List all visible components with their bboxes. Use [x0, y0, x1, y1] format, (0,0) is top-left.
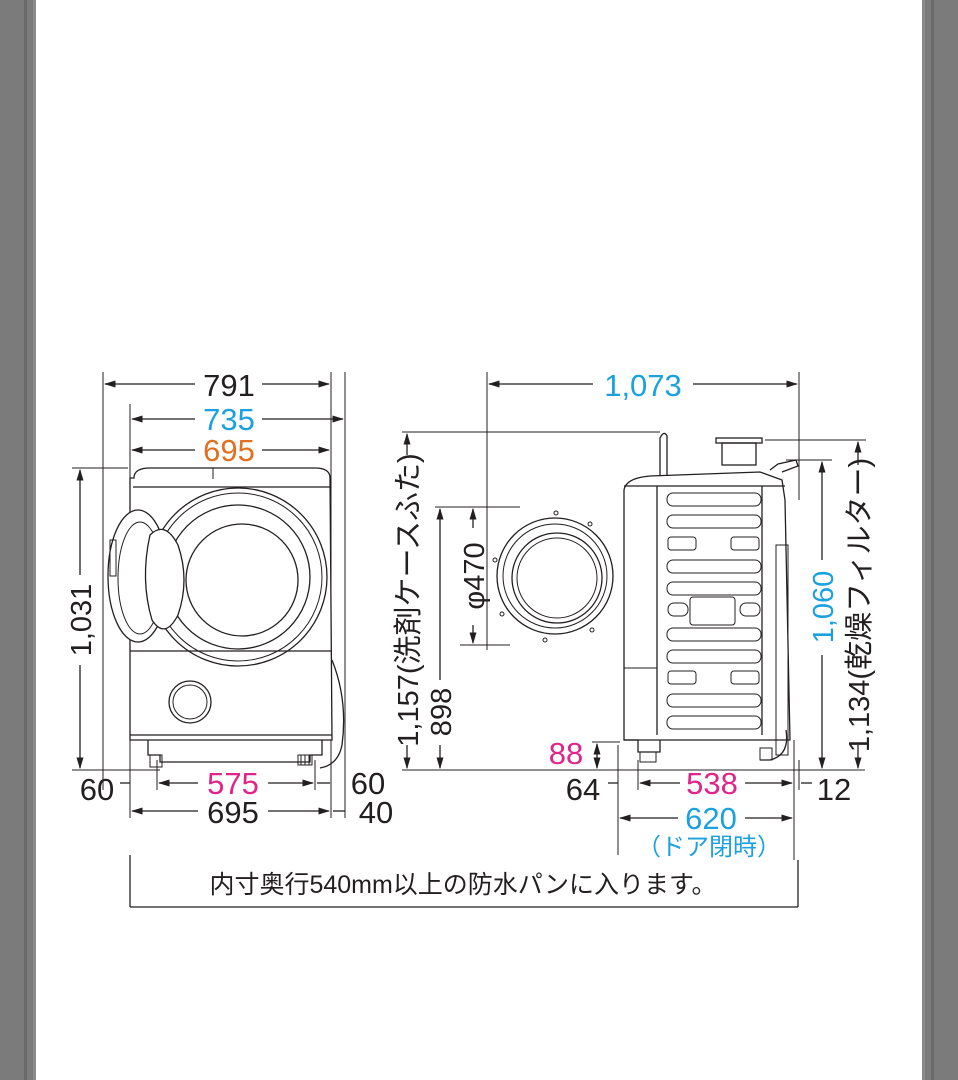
- front-left-offset: 60: [80, 772, 114, 807]
- side-bottom-clearance: 88: [549, 736, 583, 771]
- side-door-diameter: φ470: [459, 542, 491, 609]
- footnote-text: 内寸奥行540mm以上の防水パンに入ります。: [209, 871, 716, 899]
- front-height: 1,031: [66, 584, 98, 657]
- side-rear-offset: 12: [817, 772, 851, 807]
- front-width-cyan: 735: [203, 402, 255, 437]
- side-door-center-height: 898: [426, 688, 458, 736]
- side-vent-slots: [666, 492, 762, 730]
- front-width-overall: 791: [203, 368, 255, 403]
- viewer-edge-right: [931, 0, 934, 1080]
- front-right-offset: 60: [351, 766, 385, 801]
- side-foot-span: 538: [686, 766, 738, 801]
- side-depth-overall: 1,073: [604, 368, 682, 403]
- side-front-offset: 64: [566, 772, 600, 807]
- side-height-lid: 1,157(洗剤ケースふた): [392, 453, 425, 746]
- front-base-width: 695: [207, 795, 259, 830]
- front-foot-span: 575: [207, 766, 259, 801]
- side-height-filter: 1,134(乾燥フィルター): [843, 458, 876, 752]
- footnote-bracket: [129, 855, 799, 908]
- side-depth-closed-note: （ドア閉時）: [637, 834, 781, 861]
- viewer-edge-left-inner: [33, 0, 36, 1080]
- front-hose-offset: 40: [359, 795, 393, 830]
- viewer-edge-right-inner: [922, 0, 925, 1080]
- front-width-orange: 695: [203, 433, 255, 468]
- side-height-body: 1,060: [808, 571, 840, 644]
- side-depth-closed: 620: [685, 801, 737, 836]
- viewer-edge-left: [24, 0, 27, 1080]
- front-view: [72, 372, 346, 818]
- side-view: [402, 372, 866, 860]
